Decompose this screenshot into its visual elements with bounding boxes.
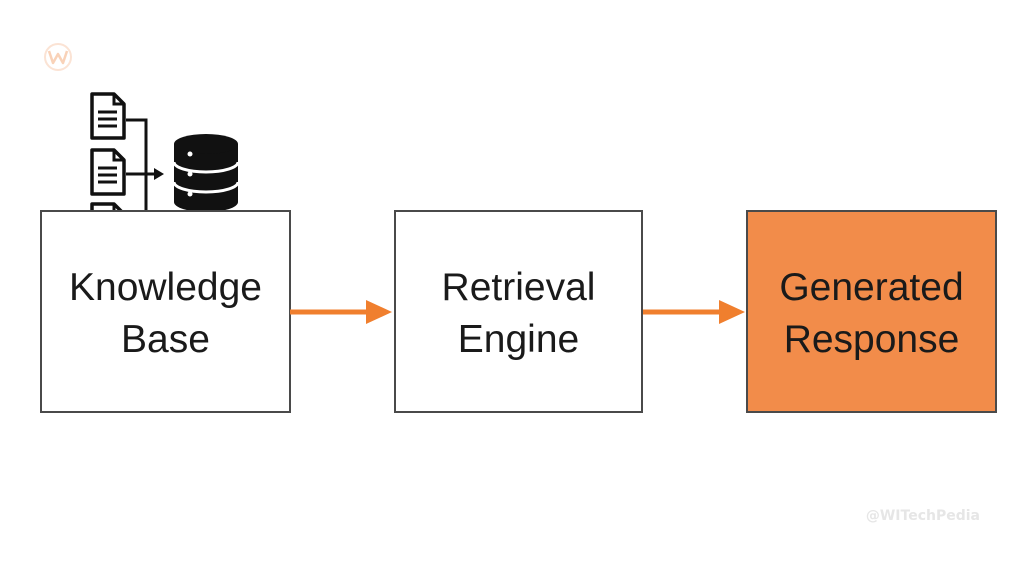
knowledge-base-node: Knowledge Base	[40, 210, 291, 413]
generated-response-label-line1: Generated	[779, 265, 964, 309]
generated-response-node: Generated Response	[746, 210, 997, 413]
generated-response-label-line2: Response	[783, 317, 960, 361]
retrieval-engine-label-line2: Engine	[457, 317, 580, 361]
document-icon	[90, 148, 126, 196]
watermark-text: @WITechPedia	[865, 508, 980, 524]
arrow-retrieval-to-response	[643, 300, 745, 324]
arrow-kb-to-retrieval	[290, 300, 392, 324]
knowledge-base-label-line1: Knowledge	[69, 265, 262, 309]
knowledge-base-label-line2: Base	[121, 317, 210, 361]
retrieval-engine-label-line1: Retrieval	[441, 265, 596, 309]
retrieval-engine-node: Retrieval Engine	[394, 210, 643, 413]
witechpedia-logo-icon	[44, 43, 72, 71]
document-icon	[90, 92, 126, 140]
database-icon	[172, 134, 240, 212]
